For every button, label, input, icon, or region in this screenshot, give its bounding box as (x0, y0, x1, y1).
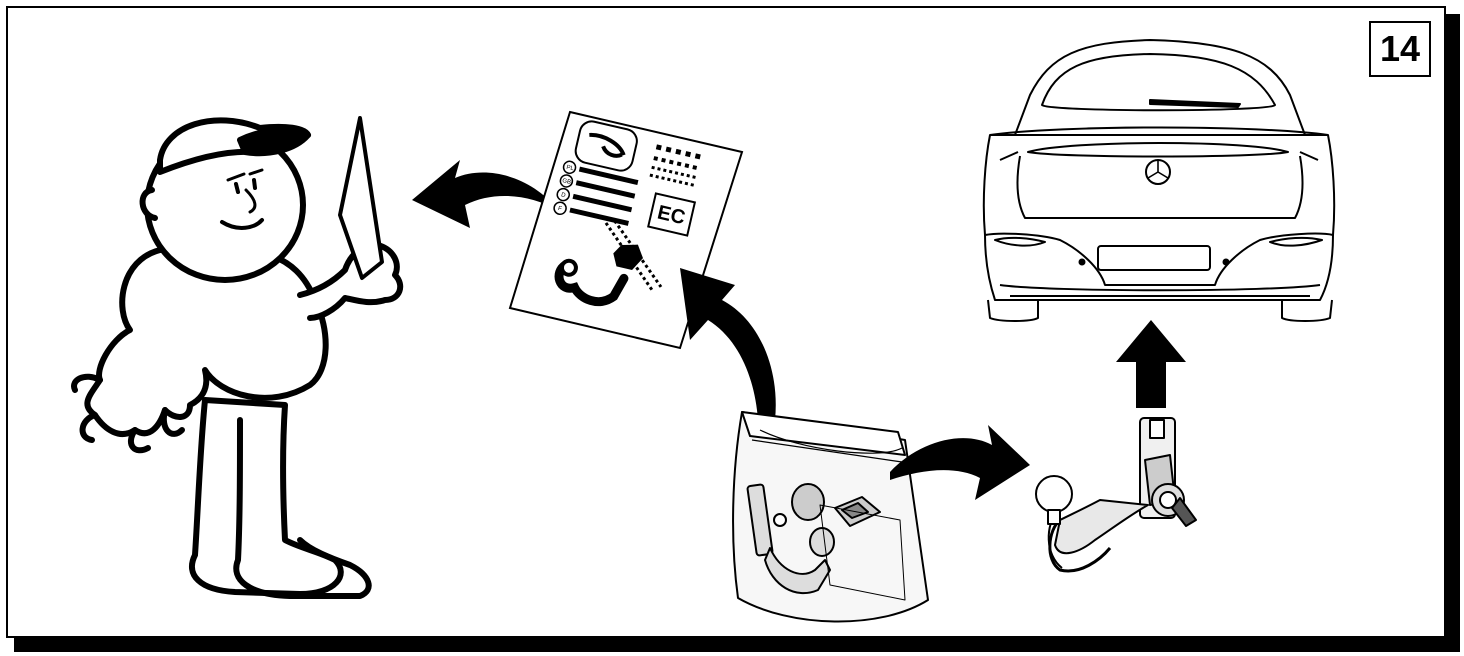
car-tailgate (1016, 155, 1304, 219)
mechanic-nose (244, 188, 257, 214)
mechanic-cap-brim (237, 126, 311, 157)
doc-dot-grid (649, 144, 701, 187)
bag-socket-part (791, 483, 825, 521)
mechanic-figure (71, 116, 404, 599)
assembled-towbar (1035, 417, 1197, 573)
lang-d: D (560, 192, 566, 199)
car-wiper (1149, 99, 1241, 108)
mechanic-mouth (220, 218, 264, 230)
doc-language-list: PL GB D F (553, 160, 639, 226)
towbar-ball (1035, 475, 1073, 513)
car-taillight-bar (1027, 142, 1289, 158)
arrow-doc-to-mechanic (412, 160, 558, 228)
doc-ec-box (647, 192, 697, 237)
parts-bag (732, 411, 929, 623)
arrow-bag-to-doc (680, 268, 776, 420)
car-bumper (984, 232, 1334, 286)
mechanic-right-leg (233, 417, 372, 599)
lang-gb: GB (562, 178, 572, 186)
mechanic-left-hand (71, 373, 185, 454)
mechanic-body (84, 243, 329, 437)
arrow-up-to-car (1116, 320, 1186, 408)
mechanic-ear (139, 187, 158, 221)
mechanic-eye (234, 178, 257, 194)
car-rear-window (1041, 53, 1276, 112)
lang-f: F (557, 206, 562, 213)
bag-towbar-part (746, 483, 835, 595)
mechanic-left-leg (188, 397, 344, 597)
arrow-bag-to-towbar (890, 425, 1030, 500)
installation-document: PL GB D F EC (508, 110, 744, 350)
mechanic-eyebrow (226, 168, 264, 182)
car-rear-view (982, 39, 1336, 322)
held-document (338, 116, 384, 280)
lang-pl: PL (566, 165, 575, 173)
car-diffuser (999, 284, 1321, 301)
car-reflector-right (1269, 236, 1323, 247)
doc-towbar-drawing (554, 219, 663, 307)
car-reflector-left (994, 236, 1046, 247)
step-number-badge: 14 (1369, 21, 1431, 77)
mechanic-right-arm (297, 241, 404, 321)
car-license-plate (1097, 245, 1211, 271)
